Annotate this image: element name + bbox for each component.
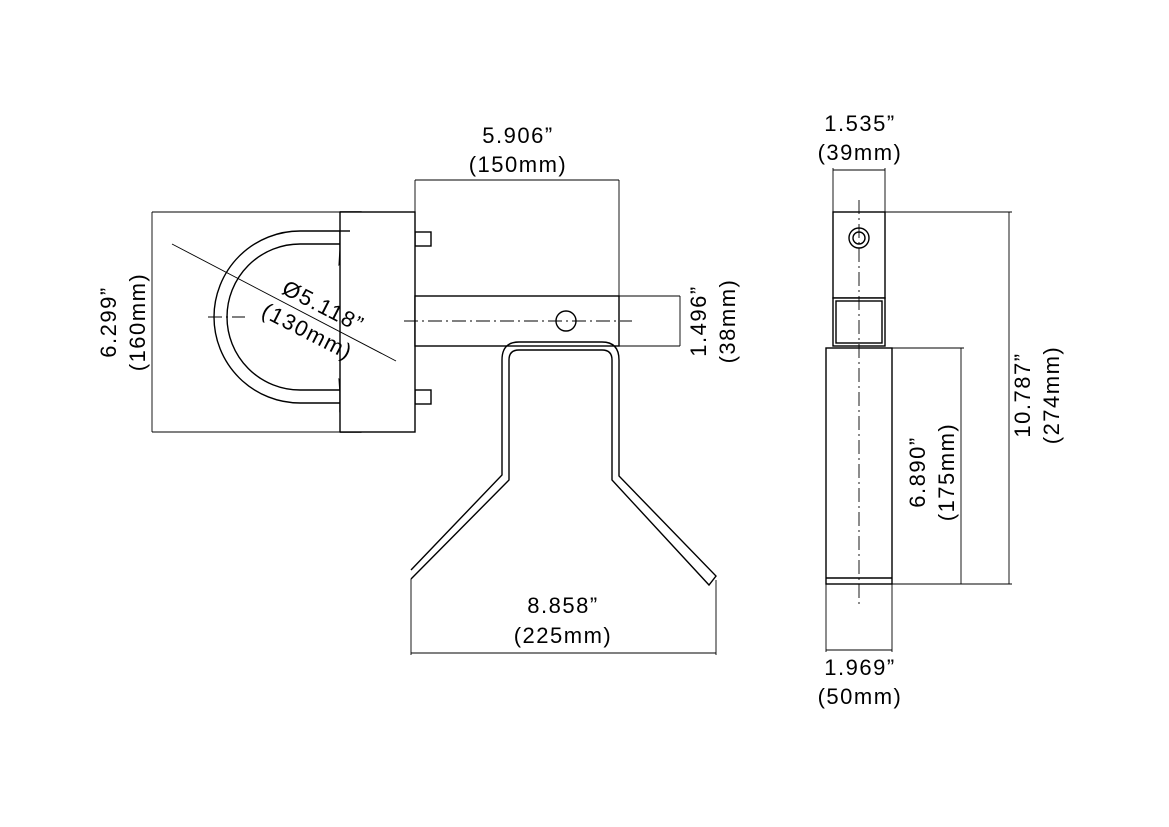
side-bottom-width-mm: (50mm) — [818, 684, 903, 709]
side-dimension-lines — [825, 168, 1012, 652]
side-top-width-mm: (39mm) — [818, 140, 903, 165]
side-lower-height-mm: (175mm) — [934, 423, 959, 522]
side-top-width-inch: 1.535” — [824, 111, 895, 136]
arm-length-inch: 5.906” — [482, 123, 553, 148]
arm-height-inch: 1.496” — [686, 285, 711, 356]
arm-length-mm: (150mm) — [469, 152, 568, 177]
fork-bracket — [410, 341, 717, 587]
side-view — [825, 200, 893, 605]
mounting-plate — [339, 211, 416, 433]
front-dimension-lines — [151, 179, 717, 655]
fork-width-inch: 8.858” — [527, 593, 598, 618]
clamp-height-mm: (160mm) — [125, 273, 150, 372]
arm — [414, 295, 620, 347]
side-total-height-mm: (274mm) — [1039, 346, 1064, 445]
front-view — [171, 211, 717, 587]
dimension-labels: 5.906” (150mm) 6.299” (160mm) Ø5.118” (1… — [96, 111, 1064, 709]
bolt-top — [414, 231, 432, 247]
bolt-bottom — [414, 389, 432, 405]
clamp-height-inch: 6.299” — [96, 286, 121, 357]
side-bottom-width-inch: 1.969” — [824, 655, 895, 680]
arm-height-mm: (38mm) — [715, 279, 740, 364]
fork-width-mm: (225mm) — [514, 623, 613, 648]
side-total-height-inch: 10.787” — [1010, 352, 1035, 437]
side-lower-height-inch: 6.890” — [905, 436, 930, 507]
